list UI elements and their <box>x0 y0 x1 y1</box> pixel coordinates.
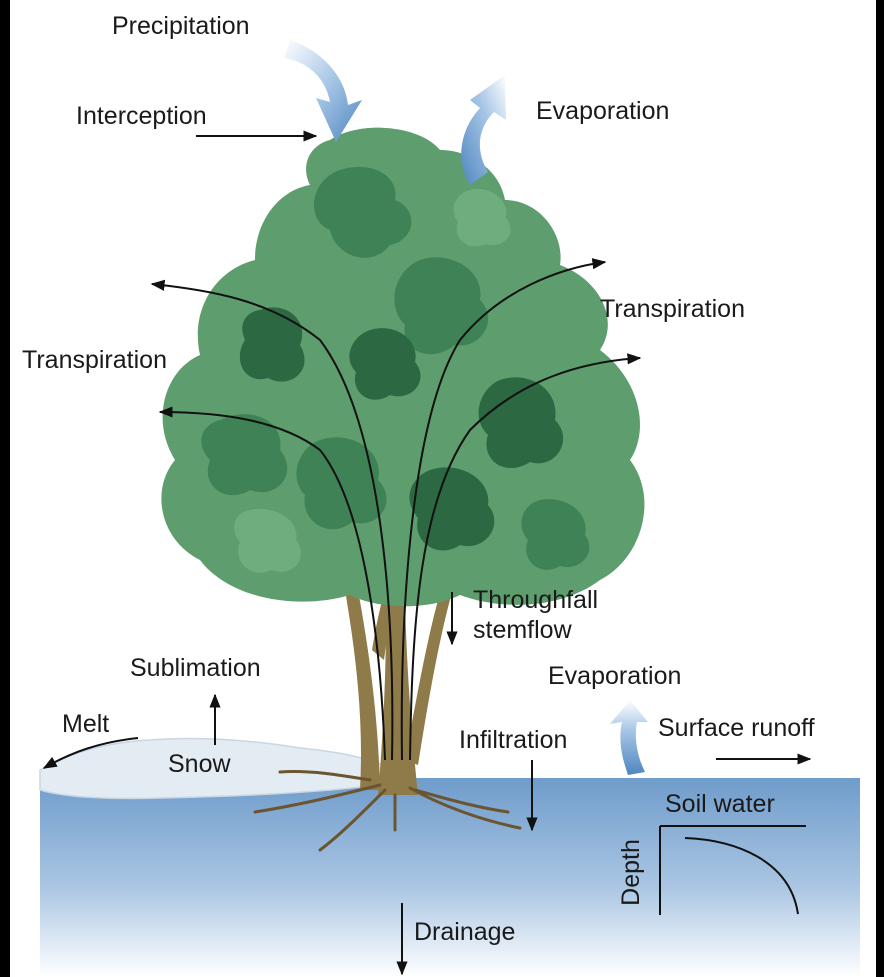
label-surface-runoff: Surface runoff <box>658 716 815 741</box>
label-sublimation: Sublimation <box>130 656 261 681</box>
label-evaporation-top: Evaporation <box>536 99 669 124</box>
label-infiltration: Infiltration <box>459 728 567 753</box>
label-precipitation: Precipitation <box>112 14 250 39</box>
label-interception: Interception <box>76 104 207 129</box>
label-snow: Snow <box>168 752 231 777</box>
label-melt: Melt <box>62 712 109 737</box>
label-drainage: Drainage <box>414 920 515 945</box>
label-evaporation-ground: Evaporation <box>548 664 681 689</box>
label-transpiration-right: Transpiration <box>600 297 745 322</box>
label-stemflow: stemflow <box>473 618 572 643</box>
label-throughfall: Throughfall <box>473 588 598 613</box>
label-soil-water: Soil water <box>665 792 775 817</box>
label-depth: Depth <box>619 839 644 906</box>
label-transpiration-left: Transpiration <box>22 348 167 373</box>
